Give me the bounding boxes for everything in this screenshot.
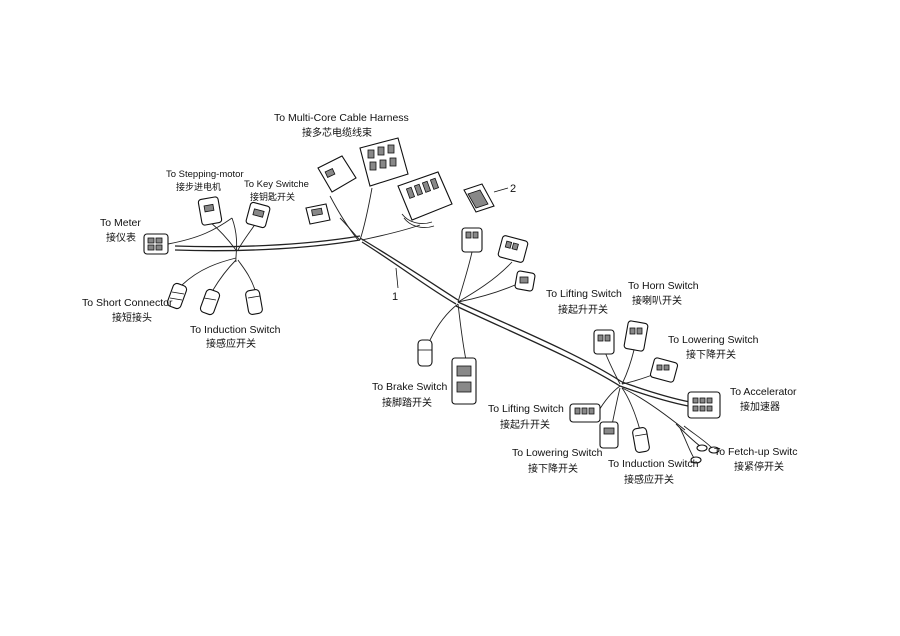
callout-1-leader [395, 267, 399, 289]
label-lowering-switch-lower: To Lowering Switch 接下降开关 [512, 447, 603, 475]
label-induction-switch-right: To Induction Switch 接感应开关 [608, 458, 699, 486]
svg-text:接起升开关: 接起升开关 [558, 303, 608, 316]
svg-text:To Brake Switch: To Brake Switch [372, 381, 447, 393]
svg-text:接喇叭开关: 接喇叭开关 [632, 294, 682, 307]
svg-text:接加速器: 接加速器 [740, 400, 780, 413]
svg-text:To Meter: To Meter [100, 217, 141, 229]
svg-text:To Induction Switch: To Induction Switch [608, 458, 699, 470]
end-connectors [569, 320, 721, 453]
label-lowering-switch-upper: To Lowering Switch 接下降开关 [668, 334, 759, 361]
svg-text:To Lowering Switch: To Lowering Switch [512, 447, 603, 459]
multi-core-connectors [305, 137, 453, 229]
harness-trunk [174, 235, 691, 407]
svg-text:接起升开关: 接起升开关 [500, 418, 550, 431]
key-switch-connector [245, 201, 271, 229]
induction-switch-plugs-left [199, 288, 263, 316]
label-short-connector: To Short Connector 接短接头 [82, 297, 173, 324]
svg-text:接感应开关: 接感应开关 [206, 337, 256, 350]
callout-number-1: 1 [392, 291, 398, 303]
svg-text:接下降开关: 接下降开关 [528, 462, 578, 475]
svg-text:接脚踏开关: 接脚踏开关 [382, 396, 432, 409]
svg-text:To Lifting Switch: To Lifting Switch [488, 403, 564, 415]
callout-number-2: 2 [510, 183, 516, 195]
label-brake-switch: To Brake Switch 接脚踏开关 [372, 381, 447, 409]
label-meter: To Meter 接仪表 [100, 217, 141, 244]
label-horn-switch: To Horn Switch 接喇叭开关 [628, 280, 699, 307]
label-lifting-switch-upper: To Lifting Switch 接起升开关 [546, 288, 622, 316]
svg-text:To Horn Switch: To Horn Switch [628, 280, 699, 292]
part-2-connector [463, 183, 509, 213]
svg-text:To Lifting Switch: To Lifting Switch [546, 288, 622, 300]
stepping-motor-connector [197, 196, 223, 226]
label-stepping-motor: To Stepping-motor 接步进电机 [166, 169, 244, 193]
svg-text:To Fetch-up Switc: To Fetch-up Switc [714, 446, 797, 458]
svg-text:接多芯电缆线束: 接多芯电缆线束 [302, 126, 372, 139]
label-fetch-up-switch: To Fetch-up Switc 接紧停开关 [714, 446, 797, 473]
fetch-up-leads [675, 423, 720, 464]
svg-text:To Lowering Switch: To Lowering Switch [668, 334, 759, 346]
svg-text:To Induction Switch: To Induction Switch [190, 324, 281, 336]
svg-text:接感应开关: 接感应开关 [624, 473, 674, 486]
short-connector-plug [166, 282, 188, 310]
svg-text:接钥匙开关: 接钥匙开关 [250, 191, 295, 203]
svg-text:接步进电机: 接步进电机 [176, 181, 221, 193]
label-induction-switch-left: To Induction Switch 接感应开关 [190, 324, 281, 350]
label-key-switch: To Key Switche 接钥匙开关 [244, 179, 309, 203]
svg-text:To Short Connector: To Short Connector [82, 297, 173, 309]
label-multi-core: To Multi-Core Cable Harness 接多芯电缆线束 [274, 112, 409, 139]
svg-text:接仪表: 接仪表 [106, 231, 136, 244]
svg-text:To Stepping-motor: To Stepping-motor [166, 169, 244, 180]
svg-text:接下降开关: 接下降开关 [686, 348, 736, 361]
mid-connectors [461, 227, 536, 292]
label-accelerator: To Accelerator 接加速器 [730, 386, 797, 413]
label-lifting-switch-lower: To Lifting Switch 接起升开关 [488, 403, 564, 431]
svg-text:To Accelerator: To Accelerator [730, 386, 797, 398]
svg-text:To Key Switche: To Key Switche [244, 179, 309, 190]
meter-connector [143, 233, 169, 255]
svg-text:接紧停开关: 接紧停开关 [734, 460, 784, 473]
svg-text:To Multi-Core Cable Harness: To Multi-Core Cable Harness [274, 112, 409, 124]
brake-switch-connectors [417, 339, 477, 405]
svg-text:接短接头: 接短接头 [112, 311, 152, 324]
